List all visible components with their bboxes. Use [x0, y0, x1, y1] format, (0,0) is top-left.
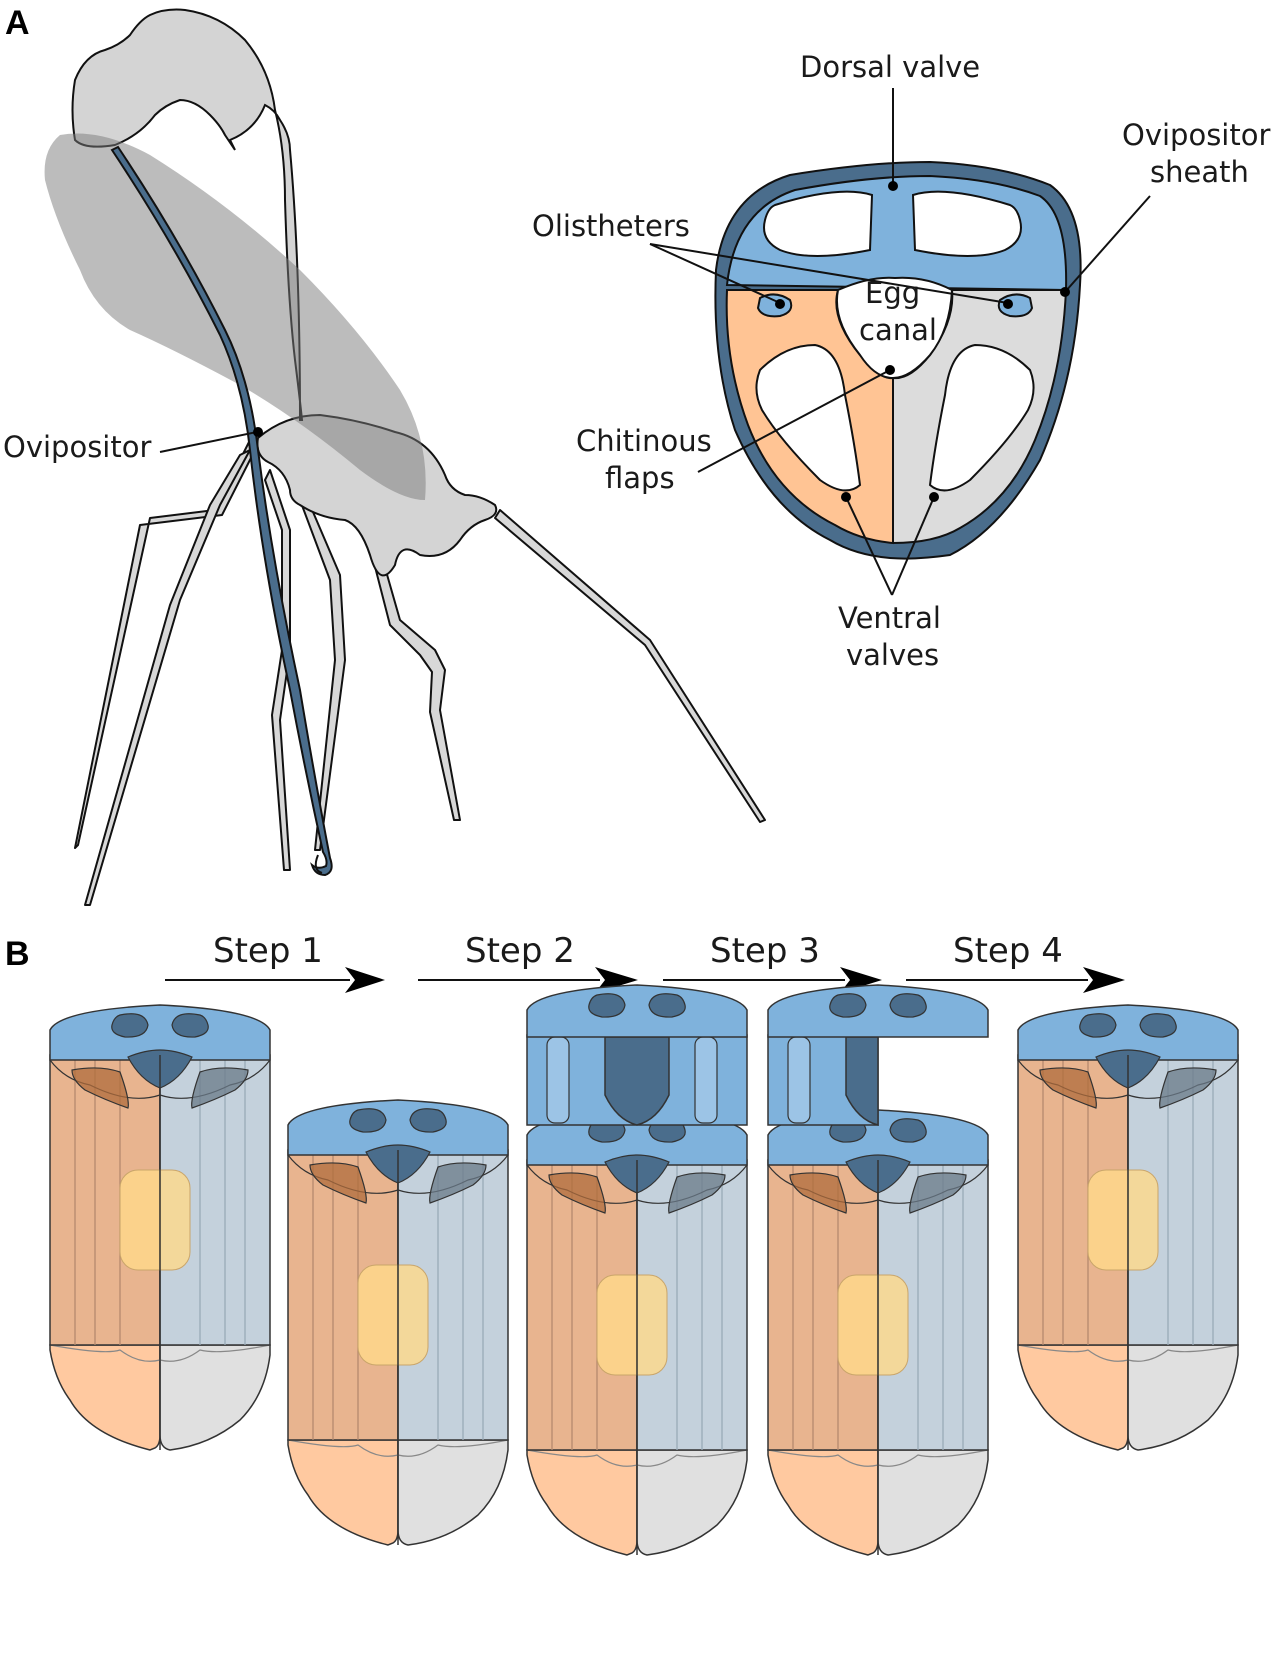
- label-egg-canal-2: canal: [859, 313, 937, 347]
- leader-ventral-valves-left: [845, 496, 893, 596]
- marker-chitinous-flaps: [885, 365, 895, 375]
- leader-ovipositor: [159, 431, 258, 453]
- ovipositor-stage-2: [526, 984, 748, 1556]
- marker-ovipositor-sheath: [1060, 287, 1070, 297]
- label-egg-canal-1: Egg: [865, 276, 920, 310]
- ovipositor-cross-section: [714, 160, 1082, 560]
- marker-ventral-valves-left: [841, 492, 851, 502]
- marker-dorsal-valve: [888, 181, 898, 191]
- label-ovipositor-sheath-2: sheath: [1150, 155, 1249, 189]
- step-3-label: Step 3: [710, 931, 820, 971]
- label-ovipositor: Ovipositor: [3, 430, 151, 464]
- step-4-label: Step 4: [953, 931, 1063, 971]
- ovipositor-stage-4: [1017, 1004, 1239, 1451]
- label-ovipositor-sheath-1: Ovipositor: [1122, 118, 1270, 152]
- label-dorsal-valve: Dorsal valve: [800, 50, 980, 84]
- label-chitinous-flaps-2: flaps: [605, 461, 675, 495]
- marker-olistheters-right: [1003, 299, 1013, 309]
- wasp-legs: [74, 439, 766, 906]
- ovipositor-stage-1: [287, 1099, 509, 1546]
- leader-ovipositor-sheath: [1064, 195, 1151, 293]
- ovipositor-stage-3: [767, 984, 989, 1556]
- step-arrows: Step 1 Step 2 Step 3 Step 4: [165, 931, 1125, 993]
- egg-canal: [836, 276, 954, 380]
- panel-letter-a: A: [5, 4, 30, 42]
- wasp-wing: [44, 133, 426, 500]
- step-2-label: Step 2: [465, 931, 575, 971]
- leader-olistheters-left: [649, 243, 781, 304]
- marker-ovipositor: [253, 427, 263, 437]
- step-1-label: Step 1: [213, 931, 323, 971]
- leader-ventral-valves-right: [891, 496, 935, 596]
- label-ventral-valves-2: valves: [846, 638, 939, 672]
- marker-ventral-valves-right: [929, 492, 939, 502]
- leader-chitinous-flaps: [697, 369, 891, 473]
- ovipositor-stage-0: [49, 1004, 271, 1451]
- leader-olistheters-right: [649, 243, 1009, 304]
- label-ventral-valves-1: Ventral: [838, 601, 941, 635]
- panel-letter-b: B: [5, 935, 30, 973]
- label-olistheters: Olistheters: [532, 209, 690, 243]
- label-chitinous-flaps-1: Chitinous: [576, 424, 712, 458]
- marker-olistheters-left: [775, 299, 785, 309]
- wasp-illustration: [44, 8, 766, 906]
- wasp-abdomen: [71, 8, 304, 421]
